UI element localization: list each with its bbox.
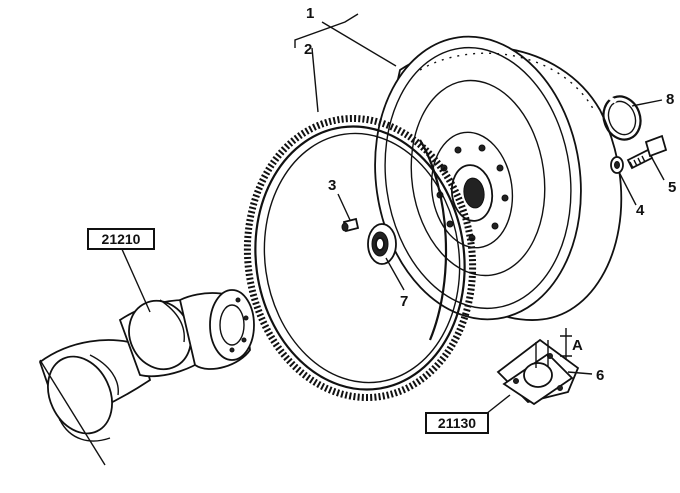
callout-7: 7 xyxy=(400,293,408,310)
callout-2: 2 xyxy=(304,41,312,58)
reference-number: 21210 xyxy=(102,231,141,247)
callout-8: 8 xyxy=(666,91,674,108)
cover-plate xyxy=(496,338,580,406)
callout-5: 5 xyxy=(668,179,676,196)
callout-3: 3 xyxy=(328,177,336,194)
leader-lines xyxy=(120,13,665,415)
reference-box-crankshaft: 21210 xyxy=(87,228,155,250)
callout-4: 4 xyxy=(636,202,645,219)
washer xyxy=(610,156,624,174)
crankshaft xyxy=(38,289,255,466)
dimension-a: A xyxy=(572,337,583,354)
reference-box-plate: 21130 xyxy=(425,412,489,434)
callout-labels: 1 2 3 4 5 6 7 8 A xyxy=(304,5,676,384)
callout-6: 6 xyxy=(596,367,604,384)
flywheel-bolt xyxy=(626,134,668,170)
reference-number: 21130 xyxy=(438,415,476,431)
callout-1: 1 xyxy=(306,5,314,22)
flywheel xyxy=(374,35,623,321)
ring-gear xyxy=(243,114,477,402)
pilot-bearing xyxy=(367,223,397,265)
lock-ring xyxy=(602,95,642,141)
dowel-pin xyxy=(341,217,360,233)
